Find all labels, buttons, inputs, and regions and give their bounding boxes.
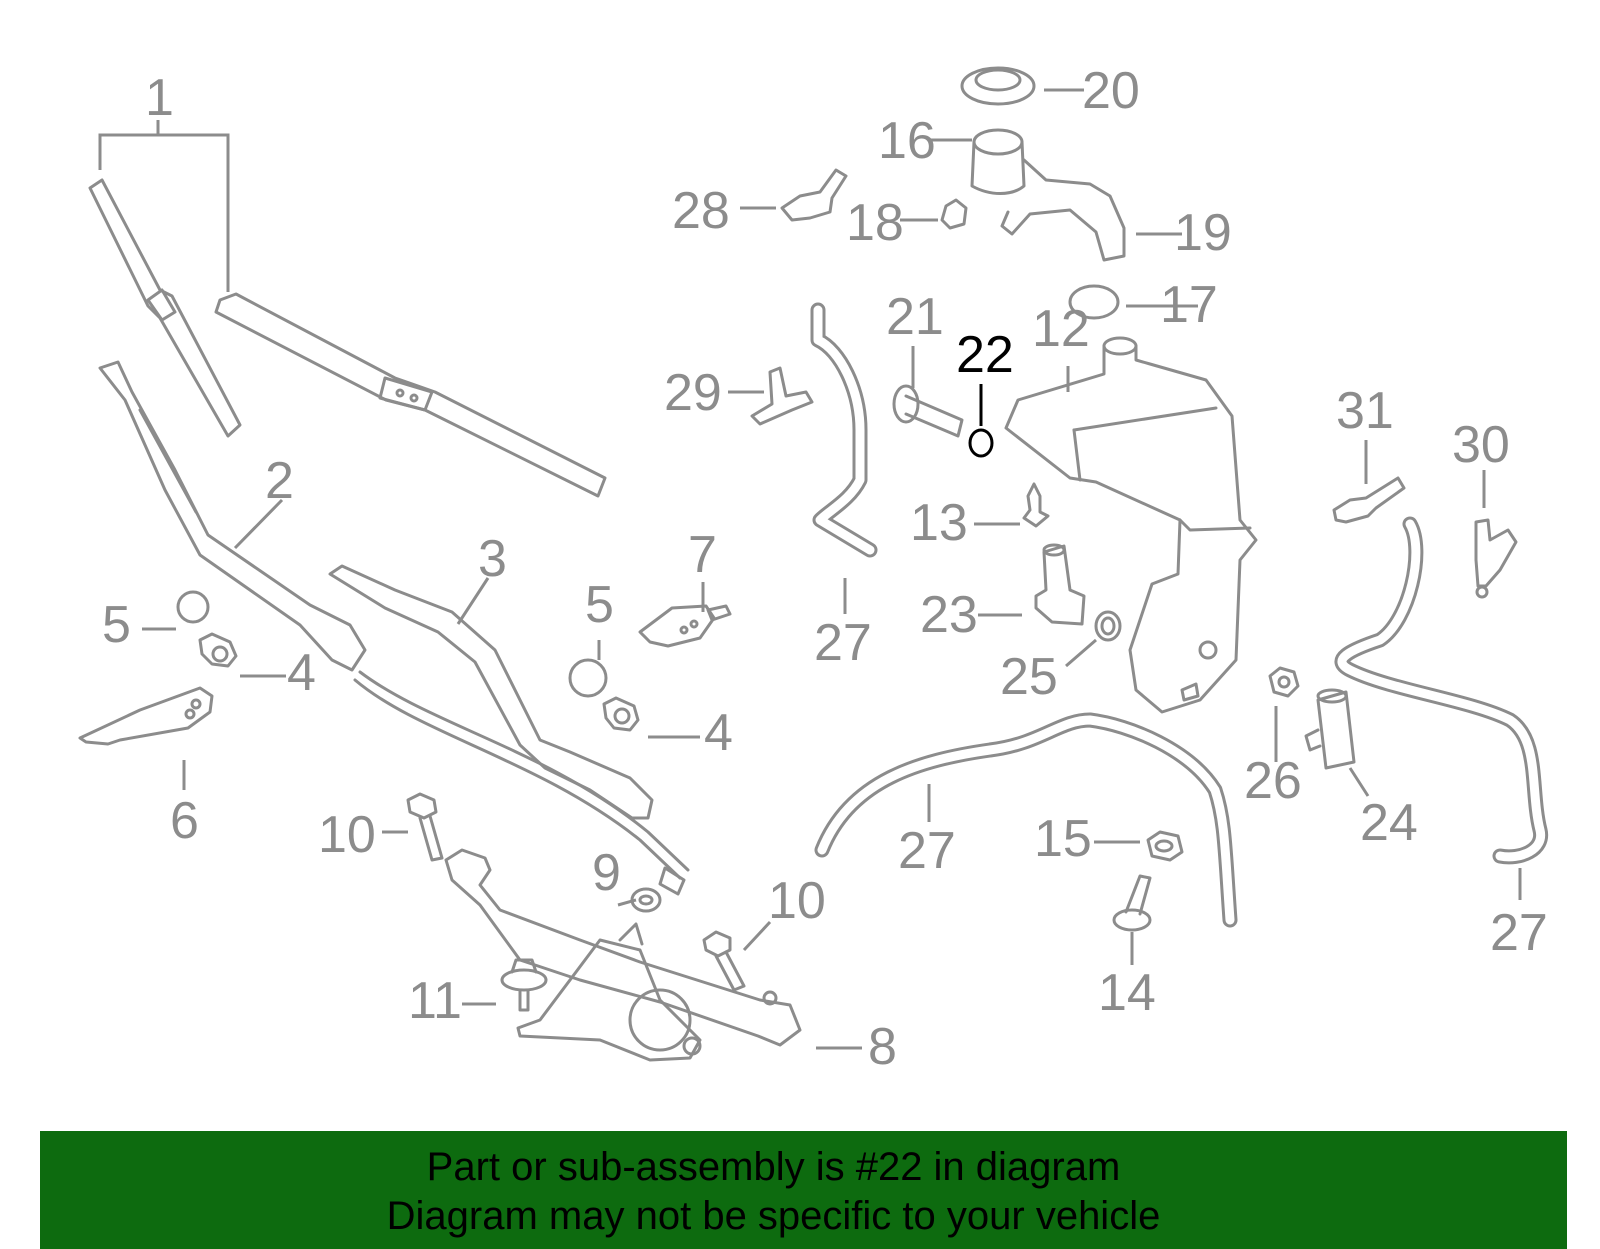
callout-4-right: 4 bbox=[704, 704, 733, 762]
callout-28: 28 bbox=[672, 182, 730, 240]
callout-27-middle: 27 bbox=[898, 822, 956, 880]
part-info-banner: Part or sub-assembly is #22 in diagram D… bbox=[40, 1131, 1567, 1249]
callout-17: 17 bbox=[1160, 276, 1218, 334]
cap-5-right bbox=[568, 658, 608, 698]
t-connector-29 bbox=[750, 366, 814, 426]
washer-hose-27-left bbox=[810, 302, 878, 558]
callout-25: 25 bbox=[1000, 648, 1058, 706]
callout-5-right: 5 bbox=[585, 576, 614, 634]
callout-23: 23 bbox=[920, 586, 978, 644]
callout-8: 8 bbox=[868, 1018, 897, 1076]
washer-hose-27-middle bbox=[814, 712, 1238, 928]
wiper-arm-left bbox=[98, 360, 367, 672]
nut-4-right bbox=[602, 696, 640, 732]
connector-31 bbox=[1332, 476, 1406, 524]
grommet-25 bbox=[1094, 610, 1122, 642]
callout-9: 9 bbox=[592, 844, 621, 902]
bolt-14 bbox=[1112, 874, 1152, 932]
nut-4-left bbox=[198, 632, 238, 668]
callout-22: 22 bbox=[956, 326, 1014, 384]
callout-labels: 1 2 3 4 4 5 5 6 7 8 9 10 10 11 12 13 14 … bbox=[102, 62, 1548, 1076]
callout-20: 20 bbox=[1082, 62, 1140, 120]
grommet-18 bbox=[940, 198, 968, 230]
banner-line-2: Diagram may not be specific to your vehi… bbox=[386, 1194, 1161, 1238]
callout-5-left: 5 bbox=[102, 596, 131, 654]
callout-14: 14 bbox=[1098, 964, 1156, 1022]
callout-29: 29 bbox=[664, 364, 722, 422]
washer-pump-24 bbox=[1304, 688, 1356, 770]
callout-10-right: 10 bbox=[768, 872, 826, 930]
cowl-cover-6 bbox=[78, 686, 214, 746]
wiper-blade-right bbox=[214, 292, 607, 498]
nut-26 bbox=[1268, 666, 1300, 698]
bolt-10-bottom bbox=[702, 930, 746, 992]
wiper-arm-right bbox=[328, 564, 690, 896]
washer-reservoir-12 bbox=[1004, 336, 1258, 714]
filler-neck-16 bbox=[970, 128, 1126, 262]
connector-28 bbox=[780, 168, 848, 222]
callout-7: 7 bbox=[688, 526, 717, 584]
callout-6: 6 bbox=[170, 792, 199, 850]
clip-13 bbox=[1022, 482, 1050, 528]
callout-30: 30 bbox=[1452, 416, 1510, 474]
o-ring-22 bbox=[968, 428, 994, 458]
washer-hose-27-right bbox=[1334, 516, 1549, 865]
callout-3: 3 bbox=[478, 530, 507, 588]
leader-lines bbox=[98, 88, 1522, 1050]
wiper-blade-left bbox=[88, 178, 242, 438]
washer-nozzle-7 bbox=[638, 604, 732, 648]
o-ring-17 bbox=[1068, 284, 1120, 320]
callout-26: 26 bbox=[1244, 752, 1302, 810]
cap-20 bbox=[960, 66, 1036, 106]
callout-24: 24 bbox=[1360, 794, 1418, 852]
bolt-10-top bbox=[406, 792, 444, 862]
callout-13: 13 bbox=[910, 494, 968, 552]
stud-11 bbox=[500, 958, 548, 1012]
callout-27-right: 27 bbox=[1490, 904, 1548, 962]
callout-27-left: 27 bbox=[814, 614, 872, 672]
callout-4-left: 4 bbox=[287, 644, 316, 702]
callout-16: 16 bbox=[878, 112, 936, 170]
cap-5-left bbox=[176, 590, 210, 624]
grommet-9 bbox=[630, 887, 662, 913]
clip-30 bbox=[1474, 518, 1518, 599]
nut-15 bbox=[1146, 830, 1184, 862]
callout-18: 18 bbox=[846, 194, 904, 252]
callout-11: 11 bbox=[408, 972, 462, 1030]
callout-12: 12 bbox=[1032, 300, 1090, 358]
callout-31: 31 bbox=[1336, 382, 1394, 440]
callout-10-left: 10 bbox=[318, 806, 376, 864]
banner-line-1: Part or sub-assembly is #22 in diagram bbox=[426, 1145, 1121, 1189]
callout-19: 19 bbox=[1174, 204, 1232, 262]
washer-pump-23 bbox=[1034, 543, 1086, 626]
callout-21: 21 bbox=[886, 288, 944, 346]
callout-15: 15 bbox=[1034, 810, 1092, 868]
callout-2: 2 bbox=[265, 452, 294, 510]
wiper-linkage-motor-8 bbox=[444, 848, 802, 1062]
seal-21 bbox=[892, 384, 964, 438]
callout-1: 1 bbox=[145, 69, 174, 127]
